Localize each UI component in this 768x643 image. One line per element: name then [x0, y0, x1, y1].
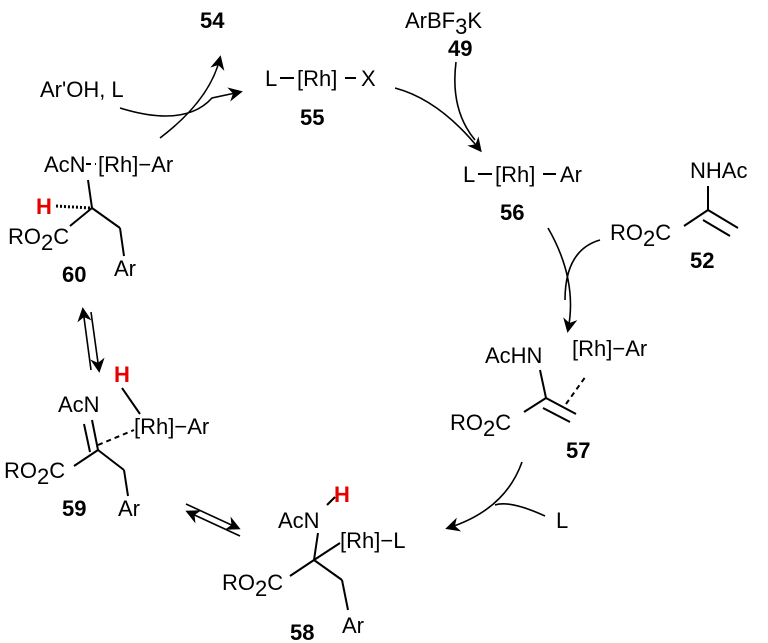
ligand-reagent-58: L	[556, 508, 568, 533]
dash-n-rh-59	[97, 429, 135, 446]
equilibrium-58-59-reverse	[185, 510, 241, 537]
equilibrium-58-59-forward	[185, 503, 241, 530]
nhac-52: NHAc	[690, 158, 747, 183]
ligand-56: L	[463, 162, 475, 187]
rh-56: [Rh]	[495, 162, 535, 187]
bond-c-ch2-58	[313, 559, 343, 581]
rhar-60: [Rh]−Ar	[98, 152, 173, 177]
ligand-55: L	[265, 66, 277, 91]
compound-label-60: 60	[62, 262, 86, 287]
compound-label-55: 55	[300, 105, 324, 130]
bond-n-c-57	[539, 369, 547, 399]
achn-57: AcHN	[485, 343, 542, 368]
bond-n-c-58	[313, 532, 319, 561]
bond-c-ch2-57	[545, 397, 577, 415]
equilibrium-59-60-down	[90, 311, 105, 373]
compound-label-57: 57	[566, 438, 590, 463]
bond-c-co2r-52	[683, 209, 709, 227]
arrow-to-55	[119, 87, 243, 117]
arrow-to-54	[159, 55, 225, 139]
bond-n-h-58	[326, 496, 336, 506]
arrow-ligand-entry	[494, 503, 546, 517]
equilibrium-59-60-up	[77, 307, 92, 371]
bond-c-ch2-59	[97, 449, 125, 471]
bond-c-ch2-60	[91, 207, 121, 229]
arrow-57-to-58	[445, 461, 523, 532]
rh-55: [Rh]	[297, 66, 337, 91]
ro2c-52: RO2C	[610, 220, 671, 251]
hash-bond-c-h-60	[55, 204, 91, 210]
ro2c-57: RO2C	[450, 410, 511, 441]
compound-label-59: 59	[62, 496, 86, 521]
ar-56: Ar	[560, 162, 582, 187]
h-58: H	[334, 482, 350, 507]
compound-label-52: 52	[690, 248, 714, 273]
h-59: H	[114, 362, 130, 387]
ar-59: Ar	[118, 496, 140, 521]
compound-label-54: 54	[200, 8, 225, 33]
arrow-49-entry	[454, 61, 476, 141]
bond-ch2-ar-60	[119, 227, 125, 257]
bond-c-co2r-58	[289, 559, 315, 577]
bond-n-c-60	[87, 179, 93, 209]
compound-label-56: 56	[500, 200, 524, 225]
compound-label-58: 58	[290, 620, 314, 643]
bond-c-co2r-57	[523, 397, 547, 413]
bond-c-co2r-60	[69, 207, 93, 227]
reagent-49: ArBF3K	[405, 8, 482, 39]
arrow-56-to-57	[547, 227, 578, 333]
dash-rh-alkene-57	[565, 375, 587, 405]
bond-n-c-59	[91, 419, 99, 451]
compound-label-49: 49	[448, 36, 472, 61]
ro2c-58: RO2C	[222, 570, 283, 601]
bond-rh-h-59	[121, 387, 141, 415]
rhar-57: [Rh]−Ar	[572, 336, 647, 361]
ar-60: Ar	[114, 256, 136, 281]
bond-c-ch2-52	[707, 209, 739, 229]
arrow-52-entry	[564, 239, 601, 301]
acn-60: AcN	[44, 152, 86, 177]
bond-c-rh-58	[313, 542, 341, 561]
bond-n-c-59-double	[83, 423, 91, 453]
bond-c-ch2-57-double	[542, 407, 571, 423]
rhar-59: [Rh]−Ar	[134, 414, 209, 439]
bond-c-co2r-59	[73, 449, 99, 467]
bond-c-ch2-52-double	[702, 219, 731, 237]
ro2c-60: RO2C	[8, 224, 69, 255]
x-55: X	[361, 66, 376, 91]
h-60: H	[36, 194, 52, 219]
bond-ch2-ar-58	[341, 579, 349, 611]
ar-58: Ar	[342, 613, 364, 638]
arrow-55-to-56	[394, 87, 482, 153]
acn-59: AcN	[58, 392, 100, 417]
ro2c-59: RO2C	[4, 458, 65, 489]
acn-58: AcN	[278, 508, 320, 533]
bond-ch2-ar-59	[123, 469, 129, 497]
reagent-arylalcohol-ligand: Ar'OH, L	[40, 77, 124, 102]
rhl-58: [Rh]−L	[340, 528, 405, 553]
